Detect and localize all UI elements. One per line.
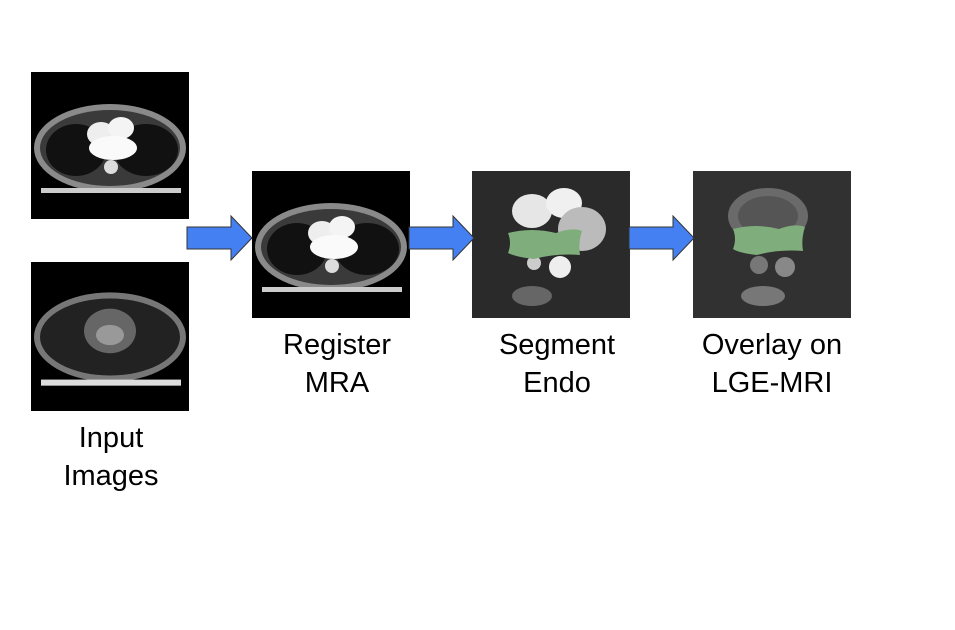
input-image-mra <box>31 72 189 219</box>
label-overlay-lge-mri: Overlay on LGE-MRI <box>672 326 872 402</box>
label-line: Images <box>63 460 159 492</box>
label-line: Segment <box>498 329 616 361</box>
input-image-lge-mri <box>31 262 189 411</box>
label-line: Register <box>283 329 391 361</box>
arrow-right-icon <box>628 214 695 262</box>
segmentation-mask <box>508 229 582 259</box>
registered-mra-image <box>252 171 410 318</box>
segmented-endo-image <box>472 171 630 318</box>
arrow-right-icon <box>408 214 475 262</box>
segmentation-overlay <box>733 225 805 255</box>
label-line: Endo <box>523 367 591 399</box>
label-line: MRA <box>304 367 370 399</box>
label-segment-endo: Segment Endo <box>457 326 657 402</box>
label-line: Input <box>78 422 144 454</box>
label-input-images: Input Images <box>11 419 211 495</box>
overlay-lge-mri-image <box>693 171 851 318</box>
label-line: Overlay on <box>701 329 843 361</box>
label-register-mra: Register MRA <box>237 326 437 402</box>
label-line: LGE-MRI <box>711 367 833 399</box>
arrow-right-icon <box>186 214 253 262</box>
